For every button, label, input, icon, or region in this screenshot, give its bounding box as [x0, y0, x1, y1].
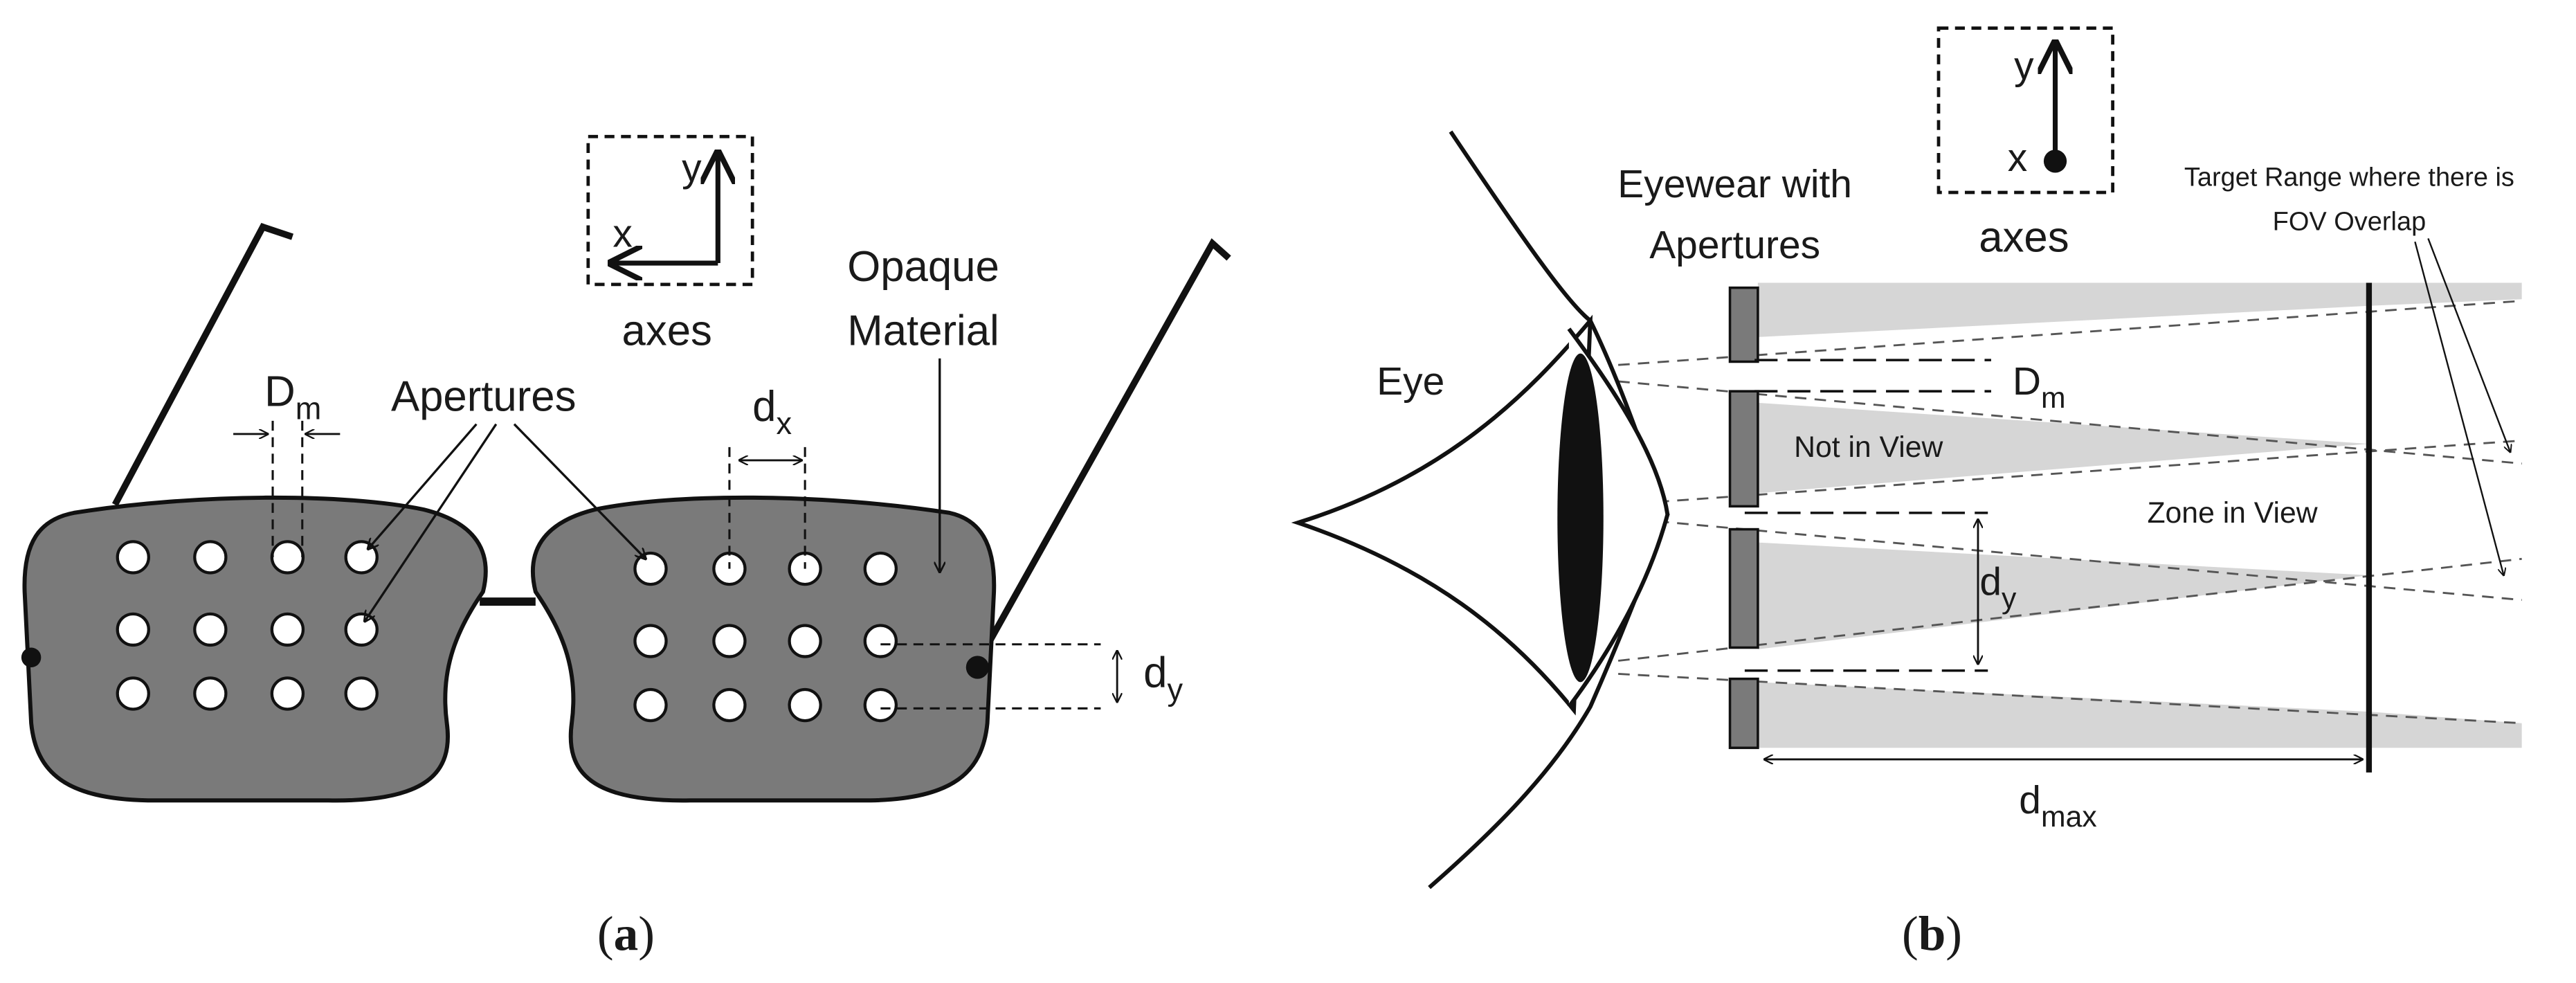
plate-segment — [1728, 527, 1759, 649]
aperture — [116, 540, 150, 575]
apertures-arrow-2 — [365, 423, 498, 622]
not-in-view-region-middle — [1757, 542, 2369, 649]
aperture — [344, 676, 379, 711]
aperture — [788, 624, 822, 658]
dy-label-b: dy — [1979, 560, 2017, 615]
axes-a-x-label: x — [613, 211, 632, 255]
caption-a: (a) — [597, 907, 655, 961]
aperture — [344, 540, 379, 575]
axes-b-caption: axes — [1979, 213, 2069, 261]
aperture — [270, 540, 305, 575]
aperture — [863, 624, 898, 658]
axes-box-a — [586, 134, 754, 287]
aperture — [116, 676, 150, 711]
zone-in-view-label: Zone in View — [2147, 496, 2317, 530]
dm-label-b: Dm — [2013, 359, 2066, 415]
eye-outline — [1291, 314, 1593, 716]
aperture — [788, 687, 822, 723]
aperture — [863, 551, 898, 586]
axes-b-y-label: y — [2014, 44, 2034, 88]
plate-segment — [1728, 390, 1759, 508]
aperture — [633, 687, 668, 723]
not-in-view-region-upper — [1757, 402, 2369, 494]
shaded-regions — [1757, 282, 2522, 748]
aperture — [193, 612, 228, 647]
caption-b: (b) — [1902, 907, 1962, 961]
axes-b-x-dot — [2043, 150, 2067, 173]
aperture — [193, 676, 228, 711]
aperture — [193, 540, 228, 575]
opaque-label-line2: Material — [847, 307, 999, 355]
axes-box-b — [1936, 26, 2114, 195]
aperture — [863, 687, 898, 723]
dy-label-a: dy — [1143, 649, 1183, 707]
plate-segment — [1728, 286, 1759, 363]
target-arrow-1 — [2427, 238, 2510, 452]
target-arrow-2 — [2414, 241, 2503, 575]
apertures-label: Apertures — [391, 373, 577, 421]
aperture — [270, 612, 305, 647]
eyewear-plate — [1728, 286, 1759, 750]
aperture — [270, 676, 305, 711]
axes-a-caption: axes — [622, 307, 712, 355]
right-lens — [531, 495, 997, 803]
axes-b-x-label: x — [2008, 136, 2027, 180]
not-in-view-region-lower — [1757, 682, 2522, 748]
eye-lens — [1557, 353, 1604, 683]
panel-b: Dm dy dmax Not in View Zone in View Eye … — [1291, 26, 2522, 961]
left-hinge-dot — [21, 647, 42, 667]
plate-segment — [1728, 677, 1759, 750]
aperture — [633, 551, 668, 586]
axes-a-y-label: y — [682, 145, 702, 190]
aperture — [344, 612, 379, 647]
right-lens-apertures — [633, 551, 898, 723]
apertures-arrow-3 — [513, 423, 646, 559]
eyewear-label-line1: Eyewear with — [1617, 162, 1852, 206]
right-hinge-dot — [965, 656, 989, 679]
not-in-view-region-top — [1757, 282, 2522, 337]
eye-label: Eye — [1377, 359, 1444, 404]
left-lens — [22, 495, 488, 803]
aperture — [116, 612, 150, 647]
left-temple — [111, 223, 294, 507]
right-temple — [979, 238, 1231, 656]
dmax-label: dmax — [2019, 778, 2096, 833]
dx-label: dx — [752, 383, 792, 441]
eyewear-label-line2: Apertures — [1649, 223, 1820, 267]
apertures-arrow-1 — [368, 423, 478, 549]
aperture — [633, 624, 668, 658]
aperture — [712, 624, 747, 658]
target-label-line2: FOV Overlap — [2273, 208, 2427, 237]
dm-label-a: Dm — [264, 368, 321, 426]
opaque-label-line1: Opaque — [847, 243, 999, 291]
aperture — [712, 687, 747, 723]
not-in-view-label: Not in View — [1794, 431, 1943, 464]
panel-a: y x axes Dm Apertures dx Opaque Material… — [21, 134, 1231, 961]
target-label-line1: Target Range where there is — [2184, 163, 2514, 192]
